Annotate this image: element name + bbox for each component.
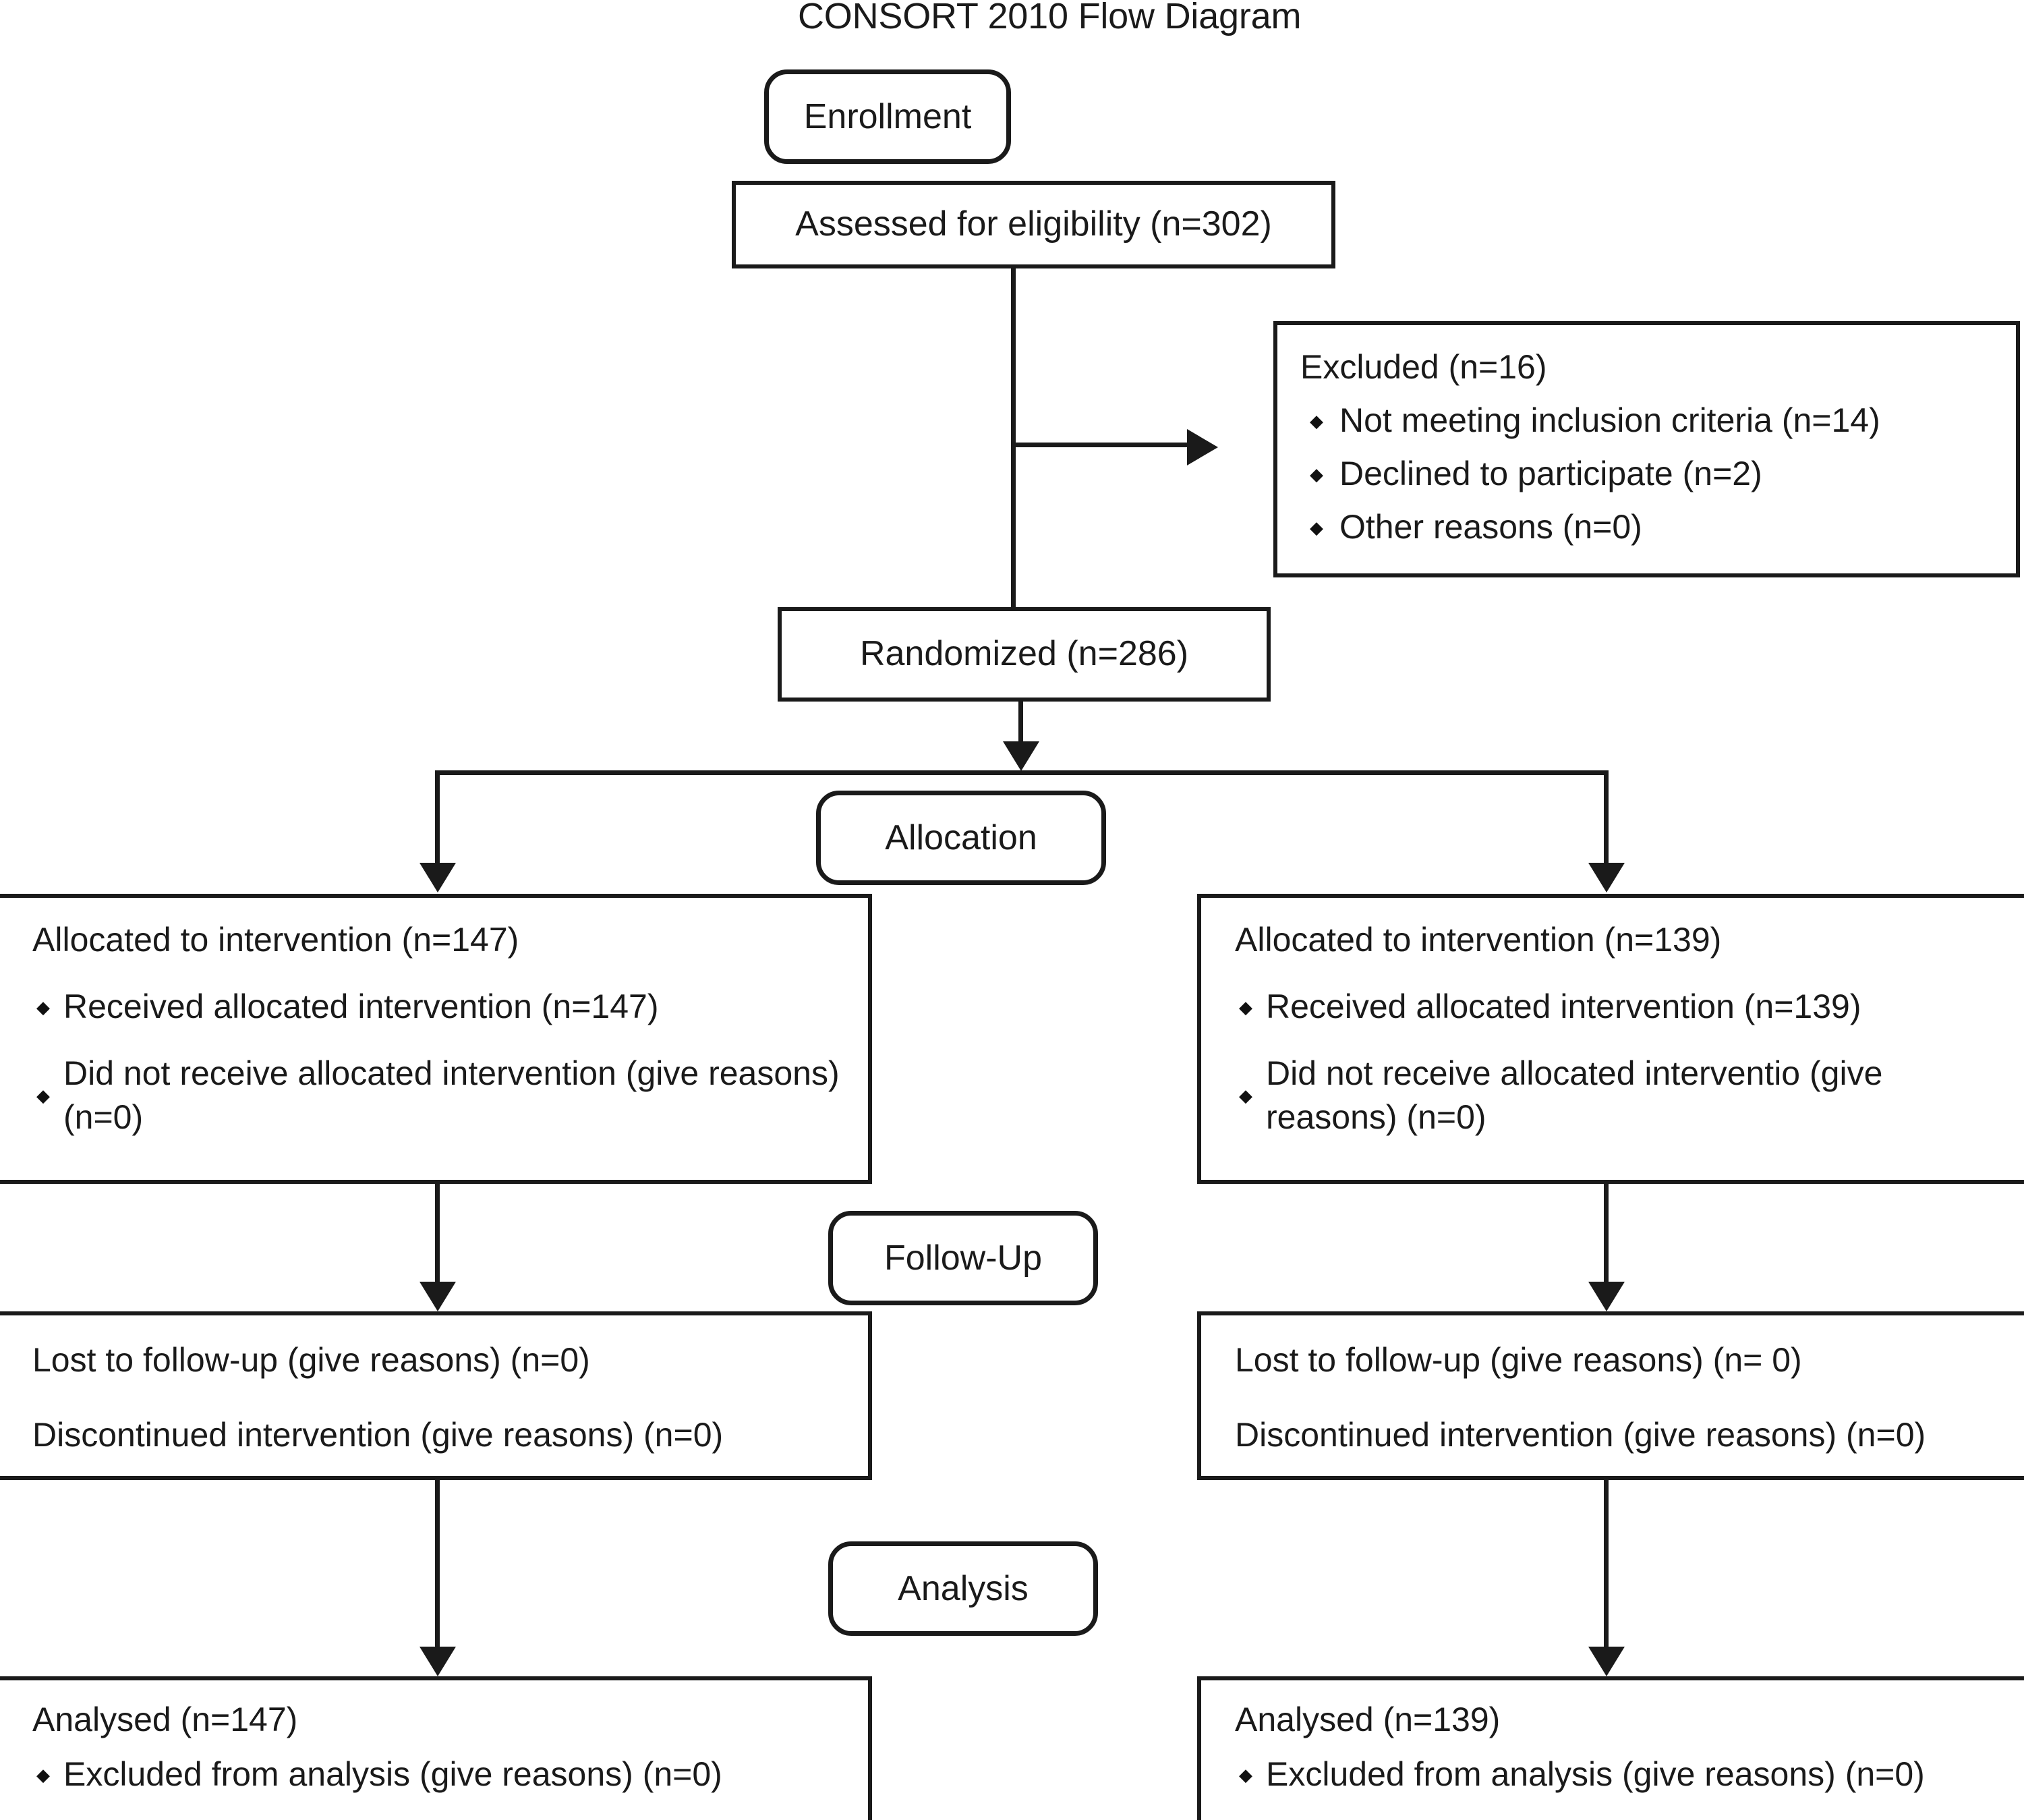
allocation-right-box: Allocated to intervention (n=139) Receiv… [1197, 894, 2024, 1184]
stage-label-followup-text: Follow-Up [884, 1239, 1043, 1278]
connector-analysis-right-arrowhead [1588, 1647, 1625, 1676]
connector-randomized-arrowhead [1003, 741, 1039, 771]
excluded-reason-item: Declined to participate (n=2) [1300, 452, 1993, 496]
analysis-left-box: Analysed (n=147) Excluded from analysis … [0, 1676, 872, 1820]
connector-followup-left-line [435, 1184, 440, 1284]
connector-assessed-to-randomized [1011, 268, 1016, 644]
followup-right-content: Lost to follow-up (give reasons) (n= 0) … [1201, 1315, 2024, 1472]
followup-right-box: Lost to follow-up (give reasons) (n= 0) … [1197, 1311, 2024, 1480]
stage-label-enrollment: Enrollment [764, 69, 1011, 164]
randomized-box: Randomized (n=286) [778, 607, 1271, 702]
allocation-left-content: Allocated to intervention (n=147) Receiv… [0, 898, 868, 1151]
stage-label-allocation-text: Allocation [885, 818, 1037, 857]
connector-randomized-stem [1018, 702, 1023, 743]
connector-alloc-right-line [1604, 770, 1609, 865]
connector-analysis-left-line [435, 1480, 440, 1649]
stage-label-allocation: Allocation [816, 791, 1106, 885]
connector-alloc-right-arrowhead [1588, 863, 1625, 892]
allocation-right-item: Received allocated intervention (n=139) [1235, 985, 2002, 1029]
stage-label-enrollment-text: Enrollment [803, 97, 972, 136]
connector-analysis-right-line [1604, 1480, 1609, 1649]
analysis-left-item: Excluded from analysis (give reasons) (n… [32, 1753, 845, 1796]
analysis-right-item: Excluded from analysis (give reasons) (n… [1235, 1753, 2002, 1796]
followup-left-lost: Lost to follow-up (give reasons) (n=0) [32, 1341, 590, 1379]
allocation-left-item: Did not receive allocated intervention (… [32, 1052, 845, 1139]
analysis-right-box: Analysed (n=139) Excluded from analysis … [1197, 1676, 2024, 1820]
connector-followup-right-arrowhead [1588, 1282, 1625, 1311]
connector-alloc-left-arrowhead [420, 863, 456, 892]
excluded-reason-item: Other reasons (n=0) [1300, 505, 1993, 549]
connector-followup-left-arrowhead [420, 1282, 456, 1311]
allocation-right-list: Received allocated intervention (n=139) … [1235, 985, 2002, 1139]
assessed-for-eligibility-text: Assessed for eligibility (n=302) [795, 204, 1272, 244]
analysis-right-content: Analysed (n=139) Excluded from analysis … [1201, 1680, 2024, 1809]
followup-right-lost: Lost to follow-up (give reasons) (n= 0) [1235, 1341, 1802, 1379]
followup-left-discontinued: Discontinued intervention (give reasons)… [32, 1416, 724, 1454]
randomized-text: Randomized (n=286) [859, 634, 1189, 674]
allocation-left-box: Allocated to intervention (n=147) Receiv… [0, 894, 872, 1184]
excluded-reason-list: Not meeting inclusion criteria (n=14) De… [1300, 399, 1993, 549]
analysis-right-list: Excluded from analysis (give reasons) (n… [1235, 1753, 2002, 1796]
allocation-left-lead: Allocated to intervention (n=147) [32, 921, 519, 959]
analysis-left-list: Excluded from analysis (give reasons) (n… [32, 1753, 845, 1796]
followup-left-box: Lost to follow-up (give reasons) (n=0) D… [0, 1311, 872, 1480]
excluded-reason-item: Not meeting inclusion criteria (n=14) [1300, 399, 1993, 443]
allocation-left-item: Received allocated intervention (n=147) [32, 985, 845, 1029]
followup-right-discontinued: Discontinued intervention (give reasons)… [1235, 1416, 1926, 1454]
allocation-right-content: Allocated to intervention (n=139) Receiv… [1201, 898, 2024, 1151]
excluded-box: Excluded (n=16) Not meeting inclusion cr… [1273, 321, 2020, 577]
allocation-split-rail [435, 770, 1609, 775]
connector-alloc-left-line [435, 770, 440, 865]
connector-to-excluded-line [1011, 443, 1189, 447]
connector-analysis-left-arrowhead [420, 1647, 456, 1676]
stage-label-analysis: Analysis [828, 1541, 1098, 1636]
assessed-for-eligibility-box: Assessed for eligibility (n=302) [732, 181, 1335, 268]
connector-followup-right-line [1604, 1184, 1609, 1284]
connector-to-excluded-arrowhead [1187, 429, 1218, 465]
analysis-left-lead: Analysed (n=147) [32, 1701, 298, 1738]
allocation-left-list: Received allocated intervention (n=147) … [32, 985, 845, 1139]
analysis-right-lead: Analysed (n=139) [1235, 1701, 1501, 1738]
excluded-content: Excluded (n=16) Not meeting inclusion cr… [1277, 325, 2016, 561]
stage-label-followup: Follow-Up [828, 1211, 1098, 1305]
excluded-lead: Excluded (n=16) [1300, 348, 1547, 386]
allocation-right-lead: Allocated to intervention (n=139) [1235, 921, 1722, 959]
allocation-right-item: Did not receive allocated interventio (g… [1235, 1052, 2002, 1139]
diagram-title: CONSORT 2010 Flow Diagram [798, 0, 1302, 36]
stage-label-analysis-text: Analysis [898, 1569, 1029, 1608]
followup-left-content: Lost to follow-up (give reasons) (n=0) D… [0, 1315, 868, 1472]
analysis-left-content: Analysed (n=147) Excluded from analysis … [0, 1680, 868, 1809]
